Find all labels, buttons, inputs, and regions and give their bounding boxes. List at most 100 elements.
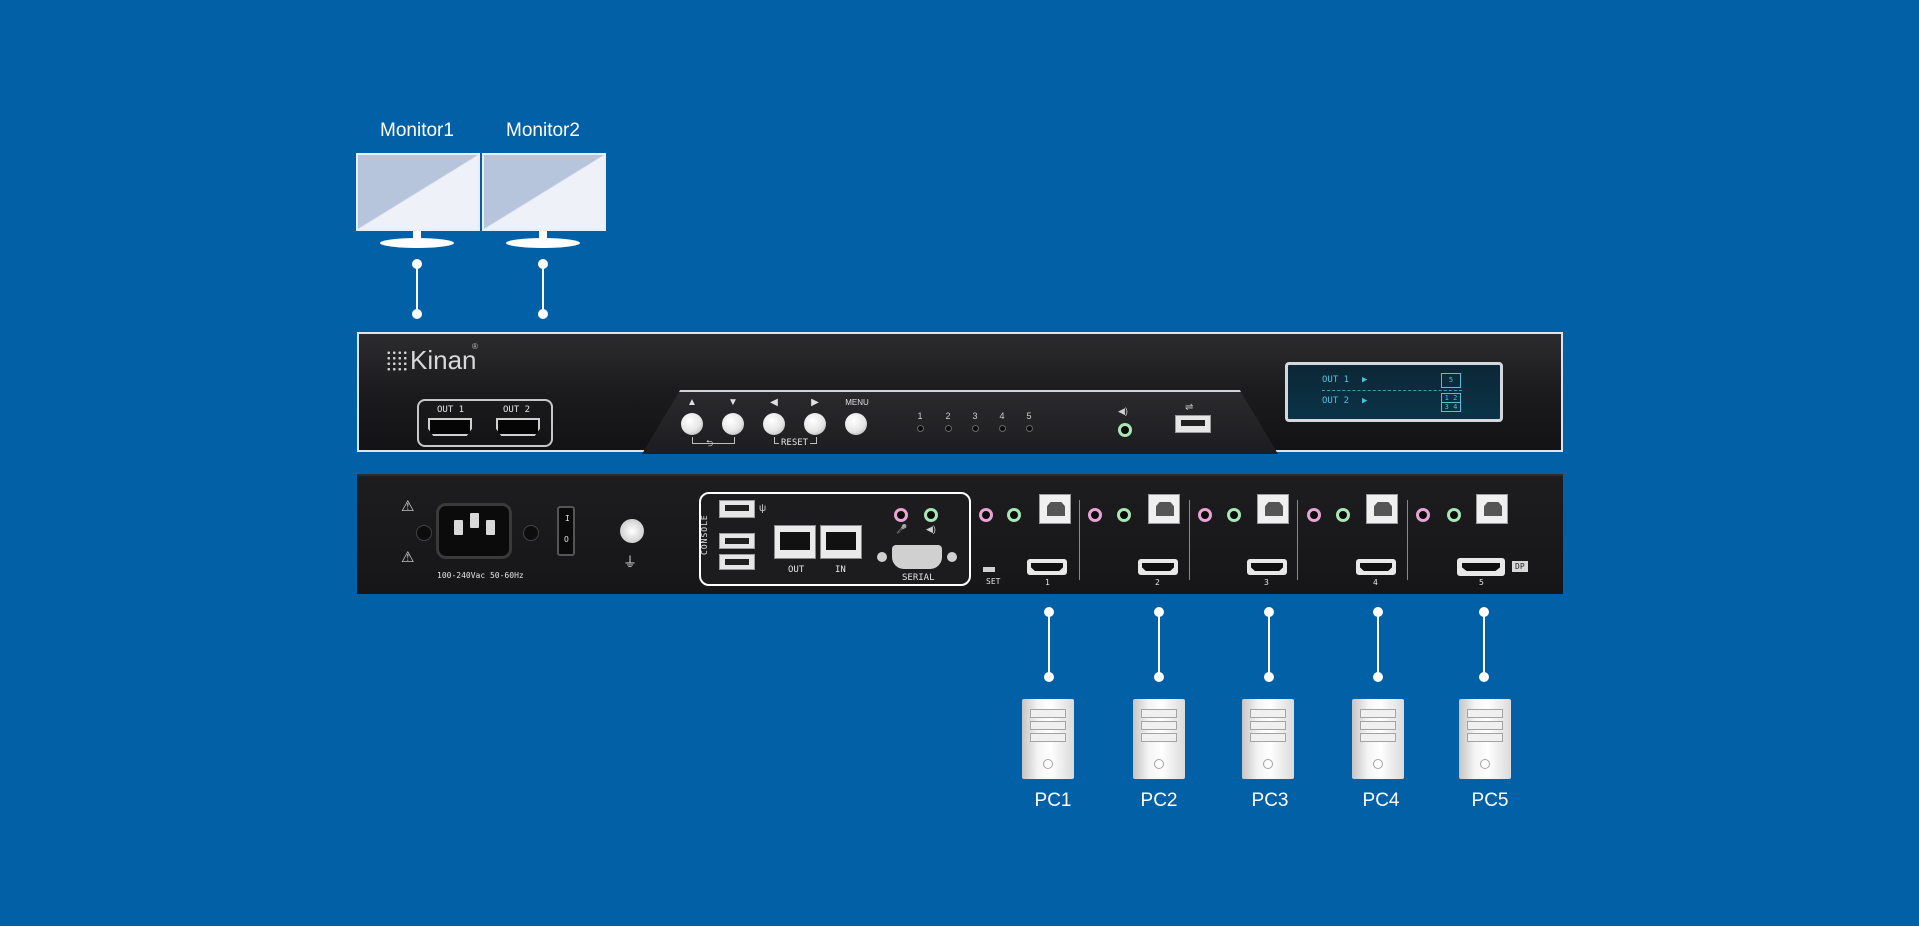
led-4-label: 4 — [999, 411, 1005, 421]
pc2-connector-dot-bottom — [1154, 672, 1164, 682]
switch-off-label: O — [564, 535, 569, 544]
monitor-2-connector-line — [542, 264, 544, 314]
pc2-hdmi-port[interactable] — [1138, 559, 1178, 575]
lcd-layout-out-1: 5 — [1441, 373, 1461, 388]
monitor-1-neck — [413, 231, 421, 241]
pc4-connector-dot-bottom — [1373, 672, 1383, 682]
pc1-mic-jack[interactable] — [979, 508, 993, 522]
pc4-speaker-jack[interactable] — [1336, 508, 1350, 522]
left-button[interactable] — [763, 413, 785, 435]
pc4-port-label: 4 — [1373, 578, 1378, 587]
dp-label: DP — [1512, 561, 1528, 572]
pc5-displayport[interactable] — [1457, 558, 1505, 576]
down-button[interactable] — [722, 413, 744, 435]
right-button[interactable] — [804, 413, 826, 435]
pc4-mic-jack[interactable] — [1307, 508, 1321, 522]
console-speaker-jack[interactable] — [924, 508, 938, 522]
pc4-connector-line — [1377, 612, 1379, 677]
network-out-port[interactable] — [774, 525, 816, 559]
power-screw-left — [416, 525, 432, 541]
pc5-speaker-jack[interactable] — [1447, 508, 1461, 522]
pc1-connector-dot-bottom — [1044, 672, 1054, 682]
pc1-usb-port[interactable] — [1039, 494, 1071, 524]
pc4-tower-icon — [1352, 699, 1404, 779]
serial-port[interactable] — [892, 545, 942, 569]
pc1-hdmi-port[interactable] — [1027, 559, 1067, 575]
monitor-2-base — [506, 238, 580, 248]
port-3-led — [972, 425, 979, 432]
lcd-row-out-2: OUT 2 — [1322, 396, 1350, 406]
network-in-port[interactable] — [820, 525, 862, 559]
console-usb-port-1[interactable] — [719, 500, 755, 518]
hdmi-out-2-port[interactable] — [496, 418, 540, 436]
pc1-tower-icon — [1022, 699, 1074, 779]
front-usb-port[interactable] — [1175, 415, 1211, 433]
pc5-port-label: 5 — [1479, 578, 1484, 587]
hdmi-output-group — [417, 399, 553, 447]
pc1-speaker-jack[interactable] — [1007, 508, 1021, 522]
pc4-usb-port[interactable] — [1366, 494, 1398, 524]
front-audio-jack[interactable] — [1118, 423, 1132, 437]
pc3-connector-line — [1268, 612, 1270, 677]
serial-screw-left — [877, 552, 887, 562]
pc2-connector-line — [1158, 612, 1160, 677]
led-5-label: 5 — [1026, 411, 1032, 421]
power-rating-label: 100-240Vac 50-60Hz — [437, 571, 524, 580]
down-arrow-icon: ▼ — [728, 397, 738, 408]
ac-pin-ground — [470, 513, 479, 528]
pc2-speaker-jack[interactable] — [1117, 508, 1131, 522]
port-2-led — [945, 425, 952, 432]
ac-pin-left — [454, 520, 463, 535]
port-4-led — [999, 425, 1006, 432]
monitor-2-screen — [482, 153, 606, 231]
menu-label: MENU — [845, 398, 869, 407]
console-usb-port-2[interactable] — [719, 533, 755, 549]
pc2-tower-icon — [1133, 699, 1185, 779]
hdmi-out-2-label: OUT 2 — [503, 405, 531, 415]
power-switch[interactable] — [557, 506, 575, 556]
pc5-usb-port[interactable] — [1476, 494, 1508, 524]
set-label: SET — [986, 577, 1001, 586]
pc3-connector-dot-bottom — [1264, 672, 1274, 682]
monitor-2-neck — [539, 231, 547, 241]
lcd-layout-out-2-bottom: 3 4 — [1441, 402, 1461, 412]
pc4-hdmi-port[interactable] — [1356, 559, 1396, 575]
right-arrow-icon: ▶ — [811, 397, 819, 408]
pc3-usb-port[interactable] — [1257, 494, 1289, 524]
brand-logo-icon — [386, 350, 408, 372]
registered-mark: ® — [472, 342, 478, 351]
monitor-1-label: Monitor1 — [380, 120, 454, 141]
up-button[interactable] — [681, 413, 703, 435]
ground-screw — [620, 519, 644, 543]
pc2-usb-port[interactable] — [1148, 494, 1180, 524]
pc3-hdmi-port[interactable] — [1247, 559, 1287, 575]
console-mic-jack[interactable] — [894, 508, 908, 522]
menu-button[interactable] — [845, 413, 867, 435]
ac-power-socket[interactable] — [436, 503, 512, 559]
pc3-mic-jack[interactable] — [1198, 508, 1212, 522]
monitor-1-connector-dot-bottom — [412, 309, 422, 319]
pc2-mic-jack[interactable] — [1088, 508, 1102, 522]
pc5-connector-dot-bottom — [1479, 672, 1489, 682]
ground-icon: ⏚ — [623, 554, 637, 570]
console-speaker-icon: ◀) — [926, 524, 936, 534]
usb-icon: ⇌ — [1185, 402, 1194, 413]
set-micro-usb[interactable] — [983, 567, 995, 572]
lcd-divider — [1322, 390, 1462, 391]
pc5-connector-line — [1483, 612, 1485, 677]
pc5-mic-jack[interactable] — [1416, 508, 1430, 522]
pc4-label: PC4 — [1362, 790, 1400, 811]
network-in-label: IN — [835, 565, 846, 575]
warning-icon-bottom: ⚠ — [401, 549, 415, 566]
serial-label: SERIAL — [902, 573, 935, 583]
monitor-1-base — [380, 238, 454, 248]
hdmi-out-1-port[interactable] — [428, 418, 472, 436]
lcd-row-out-1: OUT 1 — [1322, 375, 1350, 385]
monitor-1-screen — [356, 153, 480, 231]
network-out-label: OUT — [788, 565, 805, 575]
left-arrow-icon: ◀ — [770, 397, 778, 408]
console-usb-port-3[interactable] — [719, 554, 755, 570]
pc2-label: PC2 — [1140, 790, 1178, 811]
pc3-speaker-jack[interactable] — [1227, 508, 1241, 522]
port-divider-2 — [1189, 500, 1190, 580]
